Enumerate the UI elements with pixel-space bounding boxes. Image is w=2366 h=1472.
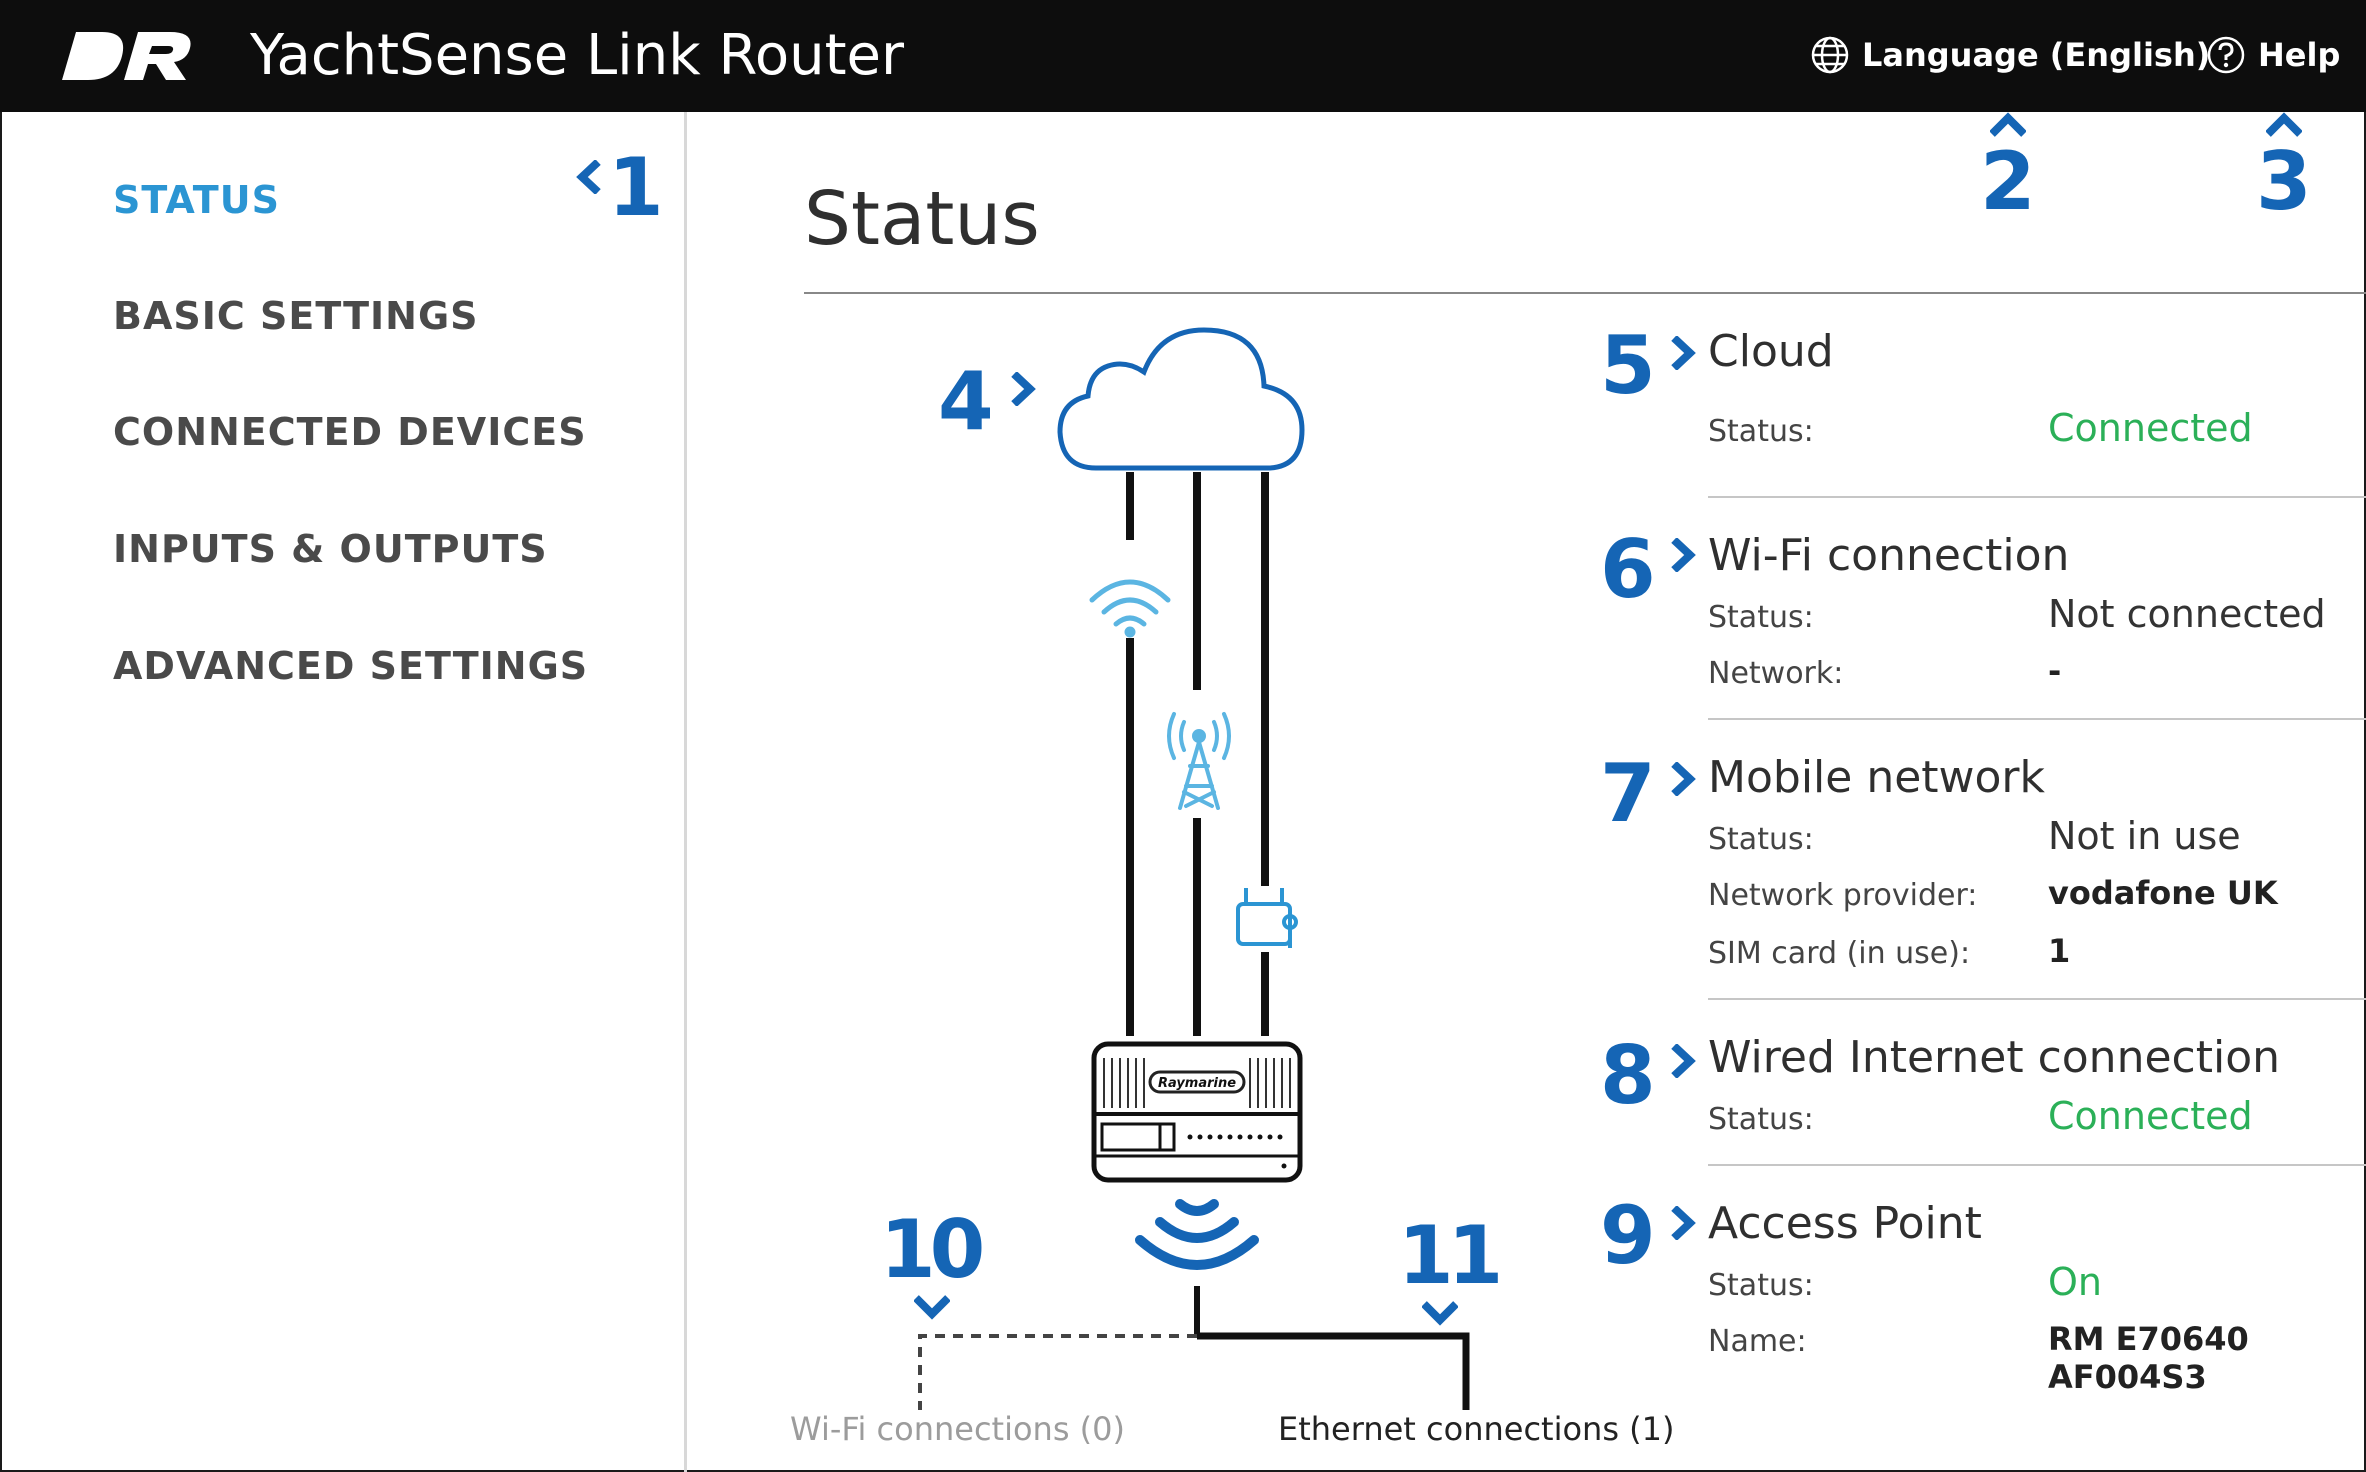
ap-section-title: Access Point — [1708, 1198, 1982, 1249]
callout-arrow-right-icon — [1671, 1044, 1696, 1078]
callout-2: 2 — [1980, 135, 2036, 228]
section-divider — [1708, 718, 2366, 720]
sidebar — [0, 112, 687, 1472]
callout-arrow-right-icon — [1671, 1206, 1696, 1240]
mobile-section-title: Mobile network — [1708, 752, 2046, 803]
callout-10: 10 — [880, 1203, 985, 1296]
language-label: Language (English) — [1862, 36, 2211, 74]
mobile-sim-value: 1 — [2048, 932, 2071, 970]
access-point-wave-icon — [1135, 1199, 1259, 1270]
callout-8: 8 — [1600, 1029, 1656, 1122]
callout-3: 3 — [2256, 135, 2312, 228]
ethernet-connections-link[interactable]: Ethernet connections (1) — [1278, 1410, 1675, 1448]
wired-status-value: Connected — [2048, 1094, 2253, 1138]
callout-arrow-left-icon — [576, 160, 601, 194]
callout-arrow-up-icon — [2266, 112, 2302, 137]
wired-status-label: Status: — [1708, 1102, 1814, 1137]
help-label: Help — [2258, 36, 2341, 74]
router-brand-label: Raymarine — [1158, 1076, 1236, 1091]
network-diagram: Raymarine — [918, 327, 1470, 1410]
cloud-icon — [1057, 327, 1305, 471]
section-divider — [1708, 1164, 2366, 1166]
callout-9: 9 — [1600, 1189, 1656, 1282]
section-divider — [1708, 998, 2366, 1000]
callout-5: 5 — [1600, 319, 1656, 412]
app-header: YachtSense Link Router Language (English… — [0, 0, 2366, 112]
ap-status-label: Status: — [1708, 1268, 1814, 1303]
help-icon — [2207, 36, 2245, 74]
cell-tower-icon — [1167, 712, 1231, 810]
sidebar-item-advanced-settings[interactable]: ADVANCED SETTINGS — [113, 644, 589, 688]
wifi-icon — [1089, 579, 1171, 638]
wifi-network-label: Network: — [1708, 656, 1844, 691]
wired-section-title: Wired Internet connection — [1708, 1032, 2280, 1083]
mobile-status-label: Status: — [1708, 822, 1814, 857]
callout-arrow-right-icon — [1671, 762, 1696, 796]
cloud-status-label: Status: — [1708, 414, 1814, 449]
mobile-sim-label: SIM card (in use): — [1708, 936, 1971, 971]
sidebar-item-inputs-outputs[interactable]: INPUTS & OUTPUTS — [113, 527, 548, 571]
callout-6: 6 — [1600, 523, 1656, 616]
callout-11: 11 — [1398, 1209, 1503, 1302]
callout-arrow-up-icon — [1990, 112, 2026, 137]
ap-name-value: RM E70640 AF004S3 — [2048, 1320, 2249, 1396]
mobile-provider-label: Network provider: — [1708, 878, 1978, 913]
help-button[interactable]: Help — [2206, 30, 2340, 80]
callout-arrow-down-icon — [1422, 1301, 1458, 1326]
router-device-icon: Raymarine — [1091, 1041, 1303, 1183]
language-button[interactable]: Language (English) — [1810, 30, 2210, 80]
sidebar-item-basic-settings[interactable]: BASIC SETTINGS — [113, 294, 479, 338]
callout-7: 7 — [1600, 747, 1656, 840]
callout-arrow-right-icon — [1671, 336, 1696, 370]
wifi-network-value: - — [2048, 652, 2062, 690]
callout-arrow-right-icon — [1671, 538, 1696, 572]
title-divider — [804, 292, 2366, 294]
modem-icon — [1236, 888, 1298, 948]
wifi-section-title: Wi-Fi connection — [1708, 530, 2070, 581]
page-title: Status — [804, 176, 1040, 262]
raymarine-logo-icon — [62, 32, 191, 80]
callout-4: 4 — [938, 355, 994, 448]
mobile-provider-value: vodafone UK — [2048, 874, 2278, 912]
wifi-connections-link[interactable]: Wi-Fi connections (0) — [790, 1410, 1125, 1448]
section-divider — [1708, 496, 2366, 498]
callout-1: 1 — [608, 141, 664, 234]
globe-icon — [1811, 36, 1849, 74]
mobile-status-value: Not in use — [2048, 814, 2241, 858]
ap-status-value: On — [2048, 1260, 2102, 1304]
wifi-status-value: Not connected — [2048, 592, 2326, 636]
sidebar-item-connected-devices[interactable]: CONNECTED DEVICES — [113, 410, 587, 454]
sidebar-item-status[interactable]: STATUS — [113, 178, 280, 222]
app-title: YachtSense Link Router — [250, 23, 905, 88]
callout-arrow-down-icon — [914, 1295, 950, 1320]
cloud-status-value: Connected — [2048, 406, 2253, 450]
wifi-status-label: Status: — [1708, 600, 1814, 635]
callout-arrow-right-icon — [1011, 372, 1036, 406]
ap-name-label: Name: — [1708, 1324, 1807, 1359]
cloud-section-title: Cloud — [1708, 326, 1834, 377]
